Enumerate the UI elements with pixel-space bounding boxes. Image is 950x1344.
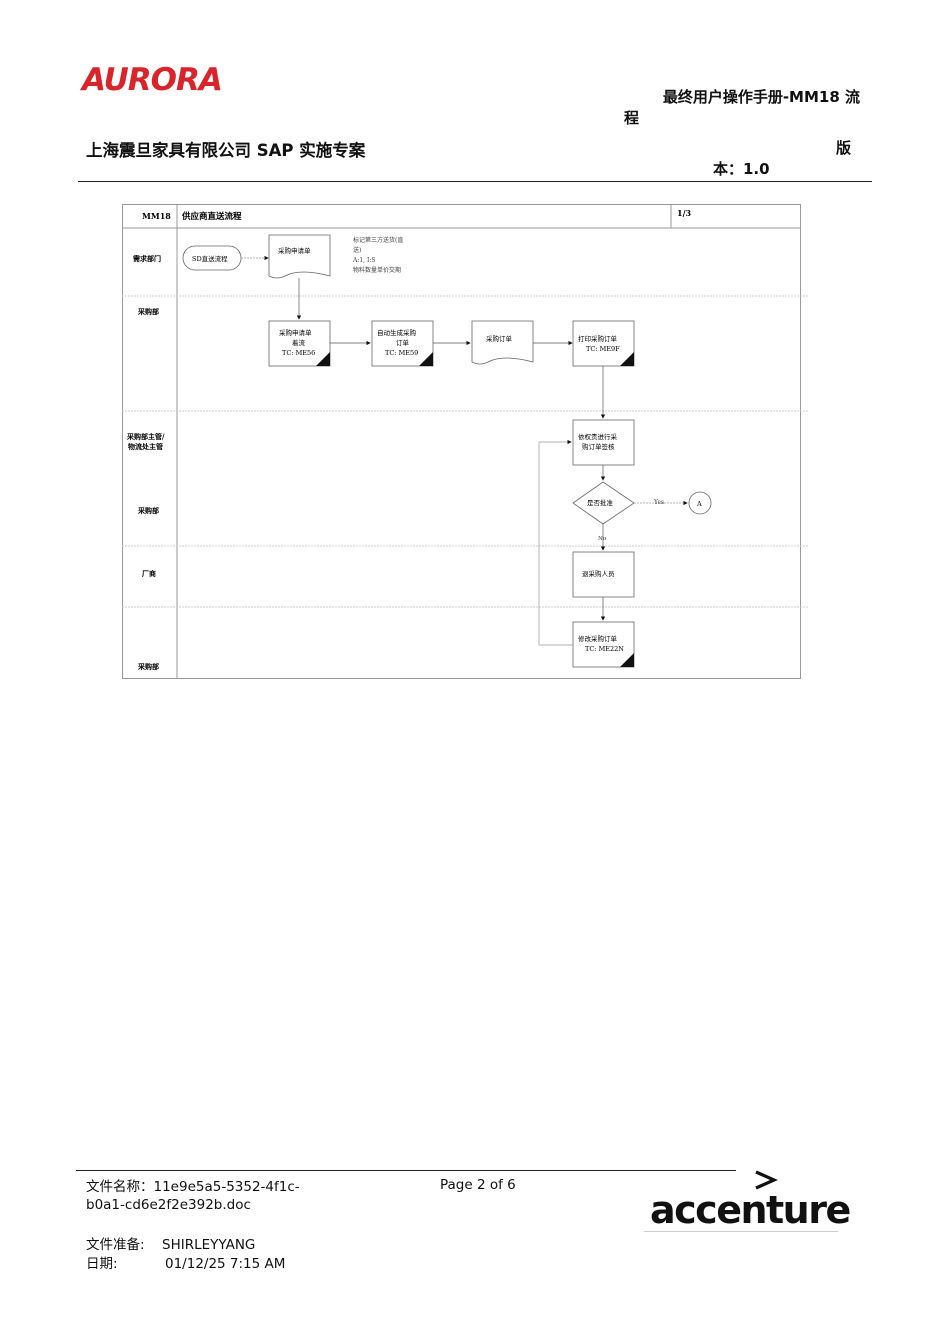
flow-page: 1/3 bbox=[677, 208, 691, 218]
pr-release-step: 着流 bbox=[292, 338, 306, 347]
document-title-continued: 程 bbox=[624, 109, 640, 127]
date-value: 01/12/25 7:15 AM bbox=[165, 1256, 286, 1272]
company-name: 上海震旦家具有限公司 SAP 实施专案 bbox=[86, 141, 366, 160]
modify-po-tcode: TC: ME22N bbox=[585, 645, 624, 653]
header-divider bbox=[78, 181, 872, 182]
date-label: 日期: bbox=[86, 1256, 118, 1272]
aurora-logo: AURORA bbox=[82, 62, 223, 98]
flow-code: MM18 bbox=[142, 211, 171, 221]
document-title: 最终用户操作手册-MM18 流 bbox=[662, 88, 860, 106]
footer-divider bbox=[76, 1170, 736, 1171]
connector-a: A bbox=[696, 500, 702, 508]
file-name-value: 11e9e5a5-5352-4f1c- bbox=[153, 1179, 300, 1195]
version-label: 版 bbox=[836, 139, 852, 157]
decision-approve: 是否批准 bbox=[587, 498, 614, 507]
modify-po-step: 修改采购订单 bbox=[578, 634, 618, 643]
approval-step: 依权责进行采 bbox=[578, 432, 618, 441]
lane-label: 采购部 bbox=[137, 307, 159, 316]
lane-label: 采购部主管/ bbox=[126, 432, 165, 441]
note-text: A:1, I:S bbox=[352, 257, 376, 264]
file-name-label: 文件名称： bbox=[86, 1179, 154, 1195]
page-number: Page 2 of 6 bbox=[440, 1177, 516, 1193]
lane-label: 采购部 bbox=[137, 506, 159, 515]
process-flowchart: MM18 供应商直送流程 1/3 需求部门 采购部 采购部主管/ 物流处主管 采… bbox=[122, 204, 808, 680]
sd-flow-terminator: SD直送流程 bbox=[192, 254, 228, 263]
auto-po-step: 订单 bbox=[396, 338, 410, 347]
prepared-by: 文件准备: SHIRLEYYANG bbox=[86, 1233, 255, 1253]
purchase-order-doc: 采购订单 bbox=[486, 334, 513, 343]
pr-release-tcode: TC: ME56 bbox=[282, 349, 315, 357]
note-text: 物料数量单价交期 bbox=[353, 266, 401, 274]
purchase-requisition-doc: 采购申请单 bbox=[278, 246, 311, 255]
logo-underline bbox=[644, 1231, 838, 1232]
yes-label: Yes bbox=[653, 499, 664, 506]
no-label: No bbox=[598, 536, 607, 542]
auto-po-tcode: TC: ME59 bbox=[385, 349, 418, 357]
prepared-by-label: 文件准备: bbox=[86, 1237, 145, 1253]
lane-label: 需求部门 bbox=[133, 254, 161, 263]
accenture-chevron-icon bbox=[755, 1170, 778, 1190]
lane-label: 厂商 bbox=[142, 569, 156, 578]
accenture-logo: accenture bbox=[650, 1188, 851, 1232]
print-po-tcode: TC: ME9F bbox=[586, 345, 620, 353]
note-text: 送) bbox=[353, 246, 361, 254]
lane-label: 采购部 bbox=[137, 662, 159, 671]
approval-step: 购订单签核 bbox=[582, 442, 615, 451]
lane-label: 物流处主管 bbox=[128, 442, 163, 451]
file-name: 文件名称：11e9e5a5-5352-4f1c- b0a1-cd6e2f2e39… bbox=[86, 1178, 386, 1214]
file-name-value-continued: b0a1-cd6e2f2e392b.doc bbox=[86, 1197, 251, 1213]
auto-po-step: 自动生成采购 bbox=[377, 328, 417, 337]
document-date: 日期: 01/12/25 7:15 AM bbox=[86, 1252, 285, 1272]
prepared-by-value: SHIRLEYYANG bbox=[162, 1237, 256, 1253]
note-text: 标记第三方送货(直 bbox=[353, 236, 403, 244]
flow-title: 供应商直送流程 bbox=[181, 211, 242, 222]
version-number: 本：1.0 bbox=[713, 160, 770, 178]
print-po-step: 打印采购订单 bbox=[578, 334, 618, 343]
return-step: 退采购人员 bbox=[582, 569, 615, 578]
pr-release-step: 采购申请单 bbox=[279, 328, 312, 337]
